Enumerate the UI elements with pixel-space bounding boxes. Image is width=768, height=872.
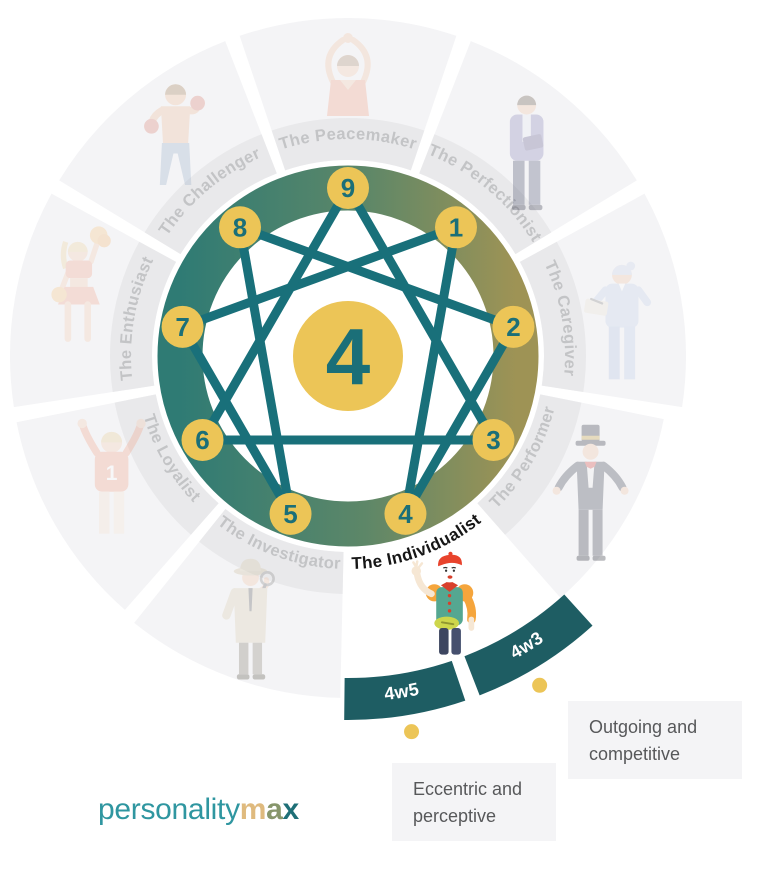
illustration-yoga-person bbox=[325, 33, 371, 116]
wing-outer-arc bbox=[313, 614, 636, 755]
connection-line-4-2 bbox=[401, 324, 518, 517]
illustration-magician bbox=[552, 424, 629, 561]
enneagram-node-8[interactable]: 8 bbox=[219, 206, 262, 249]
connection-line-5-7 bbox=[178, 324, 295, 517]
wing-description-line: Outgoing and bbox=[589, 717, 698, 737]
segment-label-band bbox=[519, 241, 586, 392]
node-circle bbox=[327, 167, 369, 209]
node-circle bbox=[181, 419, 224, 461]
wing-marker-dot bbox=[532, 677, 548, 693]
segment-label-band bbox=[144, 134, 277, 255]
node-circle bbox=[384, 492, 427, 535]
segment-label-band bbox=[199, 508, 344, 594]
node-circle bbox=[161, 305, 204, 348]
illustration-boxer bbox=[144, 84, 205, 186]
wing-marker-dot bbox=[404, 724, 420, 740]
node-circle bbox=[472, 419, 515, 461]
wing-shape bbox=[344, 660, 466, 720]
center-number: 4 bbox=[326, 312, 371, 401]
node-number: 4 bbox=[398, 499, 413, 529]
logo-suffix: max bbox=[240, 793, 299, 826]
node-number: 1 bbox=[449, 212, 463, 242]
node-number: 2 bbox=[506, 312, 520, 342]
segment-the-perfectionist[interactable]: The Perfectionist bbox=[374, 41, 637, 292]
enneagram-node-5[interactable]: 5 bbox=[269, 492, 312, 535]
node-number: 8 bbox=[233, 212, 247, 242]
segment-the-caregiver[interactable]: The Caregiver bbox=[507, 193, 687, 441]
center-circle bbox=[293, 301, 403, 411]
wing-description-4w5: Eccentric and perceptive bbox=[392, 763, 556, 841]
svg-text:1: 1 bbox=[106, 462, 118, 485]
node-number: 3 bbox=[486, 425, 500, 455]
enneagram-node-3[interactable]: 3 bbox=[472, 419, 515, 461]
logo-letter: a bbox=[266, 793, 283, 826]
wing-segment-4w5[interactable]: 4w5 bbox=[318, 660, 483, 740]
wing-description-line: competitive bbox=[589, 744, 681, 764]
connection-line-2-8 bbox=[238, 223, 515, 332]
selected-type-badge: 4 bbox=[293, 301, 403, 411]
logo-prefix: personality bbox=[98, 793, 240, 826]
segment-label-band bbox=[110, 241, 177, 392]
segment-label-band bbox=[419, 134, 552, 255]
wing-segment-4w3[interactable]: 4w3 bbox=[453, 594, 595, 696]
enneagram-node-6[interactable]: 6 bbox=[181, 419, 224, 461]
illustration-tablet-person bbox=[509, 95, 544, 211]
illustration-detective bbox=[222, 558, 275, 680]
node-circle bbox=[219, 206, 262, 249]
enneagram-node-7[interactable]: 7 bbox=[161, 305, 204, 348]
illustration-mime bbox=[411, 551, 477, 655]
illustration-nurse bbox=[583, 261, 652, 380]
node-number: 5 bbox=[283, 499, 297, 529]
wing-description-4w3: Outgoing and competitive bbox=[568, 701, 742, 779]
personalitymax-logo[interactable]: personalitymax bbox=[98, 793, 299, 827]
node-circle bbox=[269, 492, 312, 535]
wing-shape bbox=[464, 594, 593, 696]
wing-description-line: Eccentric and bbox=[413, 779, 523, 799]
connection-line-9-3 bbox=[344, 185, 498, 443]
connection-line-1-4 bbox=[401, 226, 461, 515]
node-number: 9 bbox=[341, 173, 355, 203]
enneagram-node-2[interactable]: 2 bbox=[492, 305, 535, 348]
logo-letter: x bbox=[282, 793, 300, 826]
node-number: 7 bbox=[175, 312, 189, 342]
node-number: 6 bbox=[195, 425, 209, 455]
enneagram-node-4[interactable]: 4 bbox=[384, 492, 427, 535]
connection-line-8-5 bbox=[235, 226, 295, 515]
wing-description-line: perceptive bbox=[413, 806, 497, 826]
logo-letter: m bbox=[239, 793, 267, 826]
node-circle bbox=[492, 305, 535, 348]
segment-the-enthusiast[interactable]: The Enthusiast bbox=[9, 193, 189, 441]
segment-the-peacemaker[interactable]: The Peacemaker bbox=[230, 17, 466, 174]
illustration-sports-fan: 1 bbox=[77, 418, 146, 534]
connection-line-6-9 bbox=[198, 185, 352, 443]
illustration-cheerleader bbox=[51, 226, 111, 342]
segment-label-band bbox=[477, 394, 582, 535]
enneagram-node-9[interactable]: 9 bbox=[327, 167, 369, 209]
connection-line-7-1 bbox=[181, 223, 458, 332]
segment-label-band bbox=[114, 394, 219, 535]
segment-label-band bbox=[271, 117, 425, 171]
enneagram-node-1[interactable]: 1 bbox=[434, 206, 477, 249]
node-circle bbox=[434, 206, 477, 249]
